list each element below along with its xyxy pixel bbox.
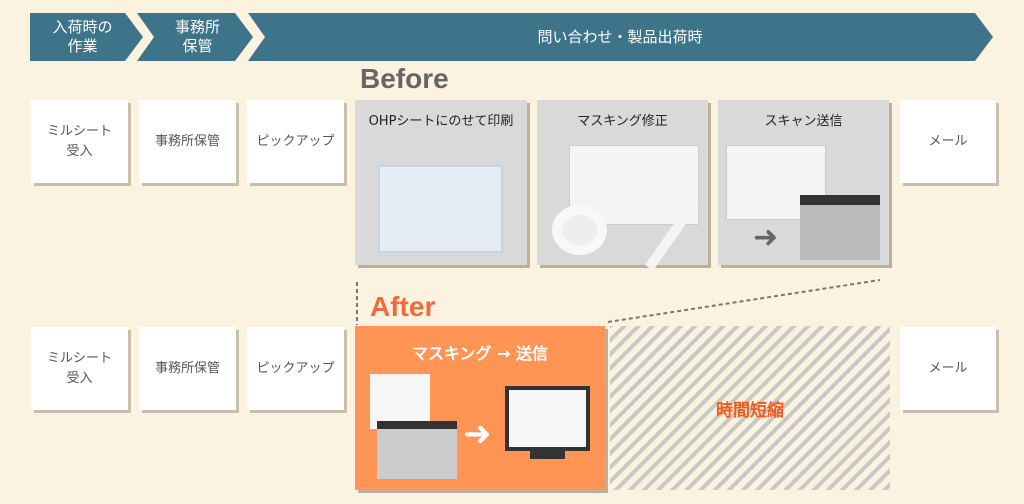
scanner-icon: [377, 421, 457, 479]
before-panel-ohp: OHPシートにのせて印刷: [355, 100, 527, 265]
dotted-connector-right: [607, 279, 881, 323]
after-box-mail: メール: [900, 327, 996, 410]
panel-title: OHPシートにのせて印刷: [368, 114, 514, 129]
panel-title: マスキング → 送信: [411, 344, 549, 363]
header-step-1: 入荷時の 作業: [52, 18, 113, 55]
header-step-3: 問い合わせ・製品出荷時: [537, 27, 703, 46]
panel-title: マスキング修正: [577, 114, 668, 129]
tape-icon: [552, 205, 607, 255]
before-box-storage: 事務所保管: [139, 100, 236, 183]
document-icon: [370, 374, 430, 429]
header-step-2: 事務所 保管: [174, 18, 220, 55]
before-panel-masking: マスキング修正: [537, 100, 708, 271]
monitor-icon: [505, 386, 590, 451]
time-saved-label: 時間短縮: [716, 401, 784, 421]
after-panel-masking-send: マスキング → 送信 ➜: [355, 326, 605, 490]
before-panel-scan: スキャン送信 ➜: [718, 100, 889, 265]
before-box-pickup: ピックアップ: [247, 100, 344, 183]
arrow-icon: ➜: [463, 414, 492, 454]
after-label: After: [370, 291, 436, 322]
header-step-2-shape: [137, 13, 253, 61]
after-box-pickup: ピックアップ: [247, 327, 344, 410]
header-step-1-shape: [30, 13, 143, 61]
document-icon: [378, 165, 503, 253]
before-box-millsheet: ミルシート 受入: [31, 100, 128, 183]
arrow-icon: ➜: [753, 220, 779, 255]
before-label: Before: [360, 63, 449, 94]
after-box-millsheet: ミルシート 受入: [31, 327, 128, 410]
scanner-icon: [800, 195, 880, 260]
time-saved-hatch: [610, 326, 890, 490]
monitor-stand: [530, 451, 565, 459]
panel-title: スキャン送信: [764, 114, 843, 129]
header-step-3-shape: [248, 13, 993, 61]
after-box-storage: 事務所保管: [139, 327, 236, 410]
before-box-mail: メール: [900, 100, 996, 183]
